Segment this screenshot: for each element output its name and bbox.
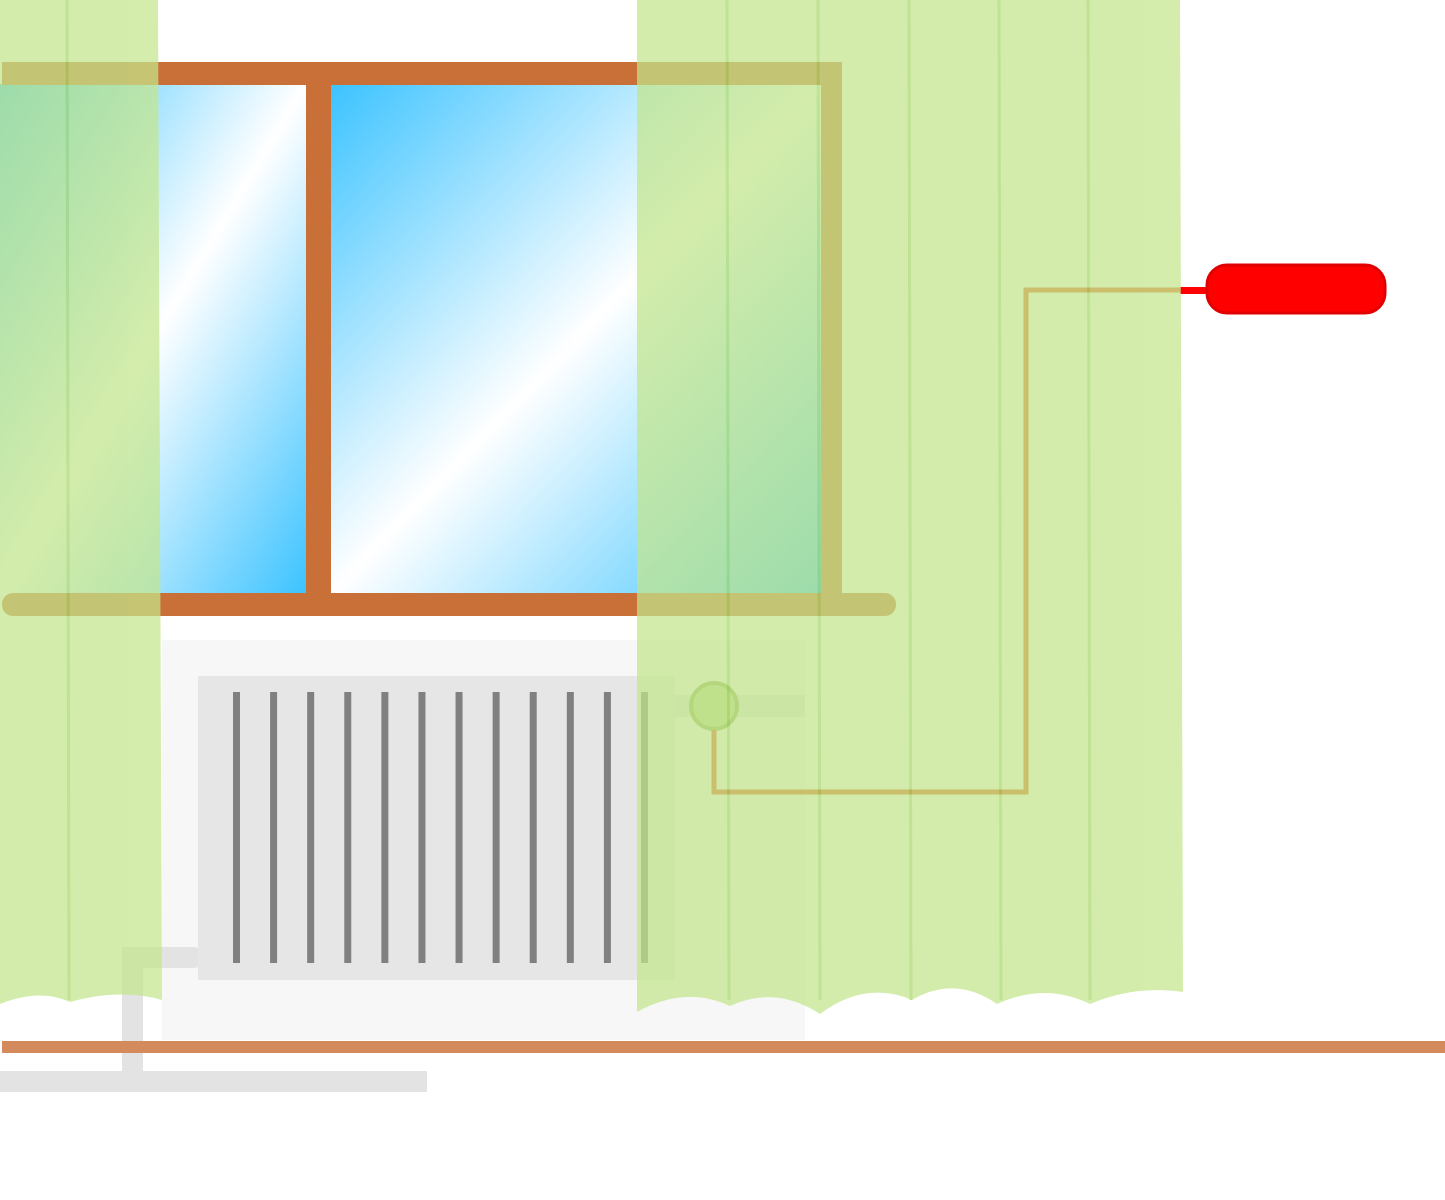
radiator-fin [233,692,240,963]
radiator-body [198,676,675,980]
window-frame-top [2,62,842,85]
curtain-fold [907,0,913,1001]
radiator-fin [344,692,352,963]
curtain-fold [997,0,1003,1001]
curtain-fold [65,0,71,1001]
remote-sensor[interactable] [1205,263,1387,315]
radiator-fin [270,692,278,963]
curtain-fold [1086,0,1092,1001]
floor-baseboard [2,1041,1445,1053]
radiator [198,676,675,980]
radiator-fin [529,692,537,963]
radiator-fin [566,692,574,963]
radiator-fin [381,692,389,963]
radiator-fin [492,692,500,963]
pipe-floor [0,1071,427,1092]
radiator-fin [603,692,611,963]
radiator-fin [418,692,426,963]
curtain-panel [0,0,162,1004]
radiator-fin [307,692,315,963]
radiator-fin [455,692,463,963]
window-mullion [306,62,331,607]
curtain-fold [816,0,822,1001]
curtain-fold [725,0,731,1001]
curtains [0,0,1183,1014]
sensor-wire-tip [1180,287,1212,294]
